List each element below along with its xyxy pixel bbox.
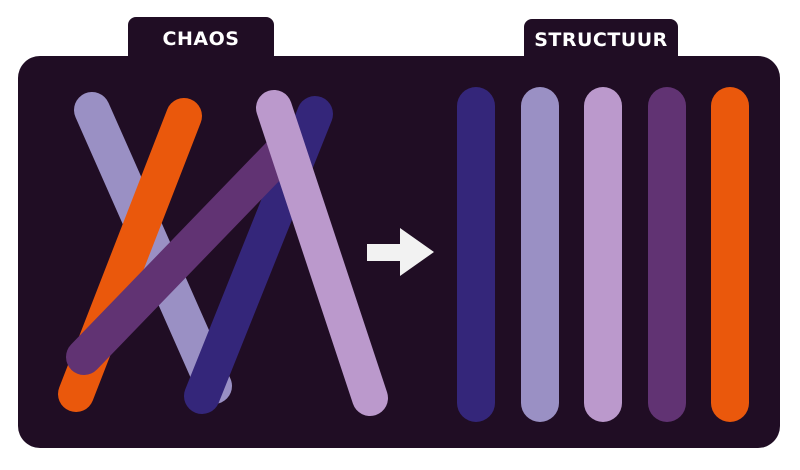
chaos-bar-lavender — [74, 92, 232, 404]
structure-bars — [457, 87, 749, 422]
chaos-bar-lilac — [256, 90, 388, 416]
arrow-head — [400, 228, 434, 276]
chaos-label: CHAOS — [128, 17, 274, 61]
chaos-bar-plum — [66, 130, 304, 375]
arrow-shaft — [367, 244, 405, 261]
arrow-right-icon — [367, 228, 434, 276]
structure-label: STRUCTUUR — [524, 19, 678, 61]
chaos-bars — [58, 90, 388, 416]
